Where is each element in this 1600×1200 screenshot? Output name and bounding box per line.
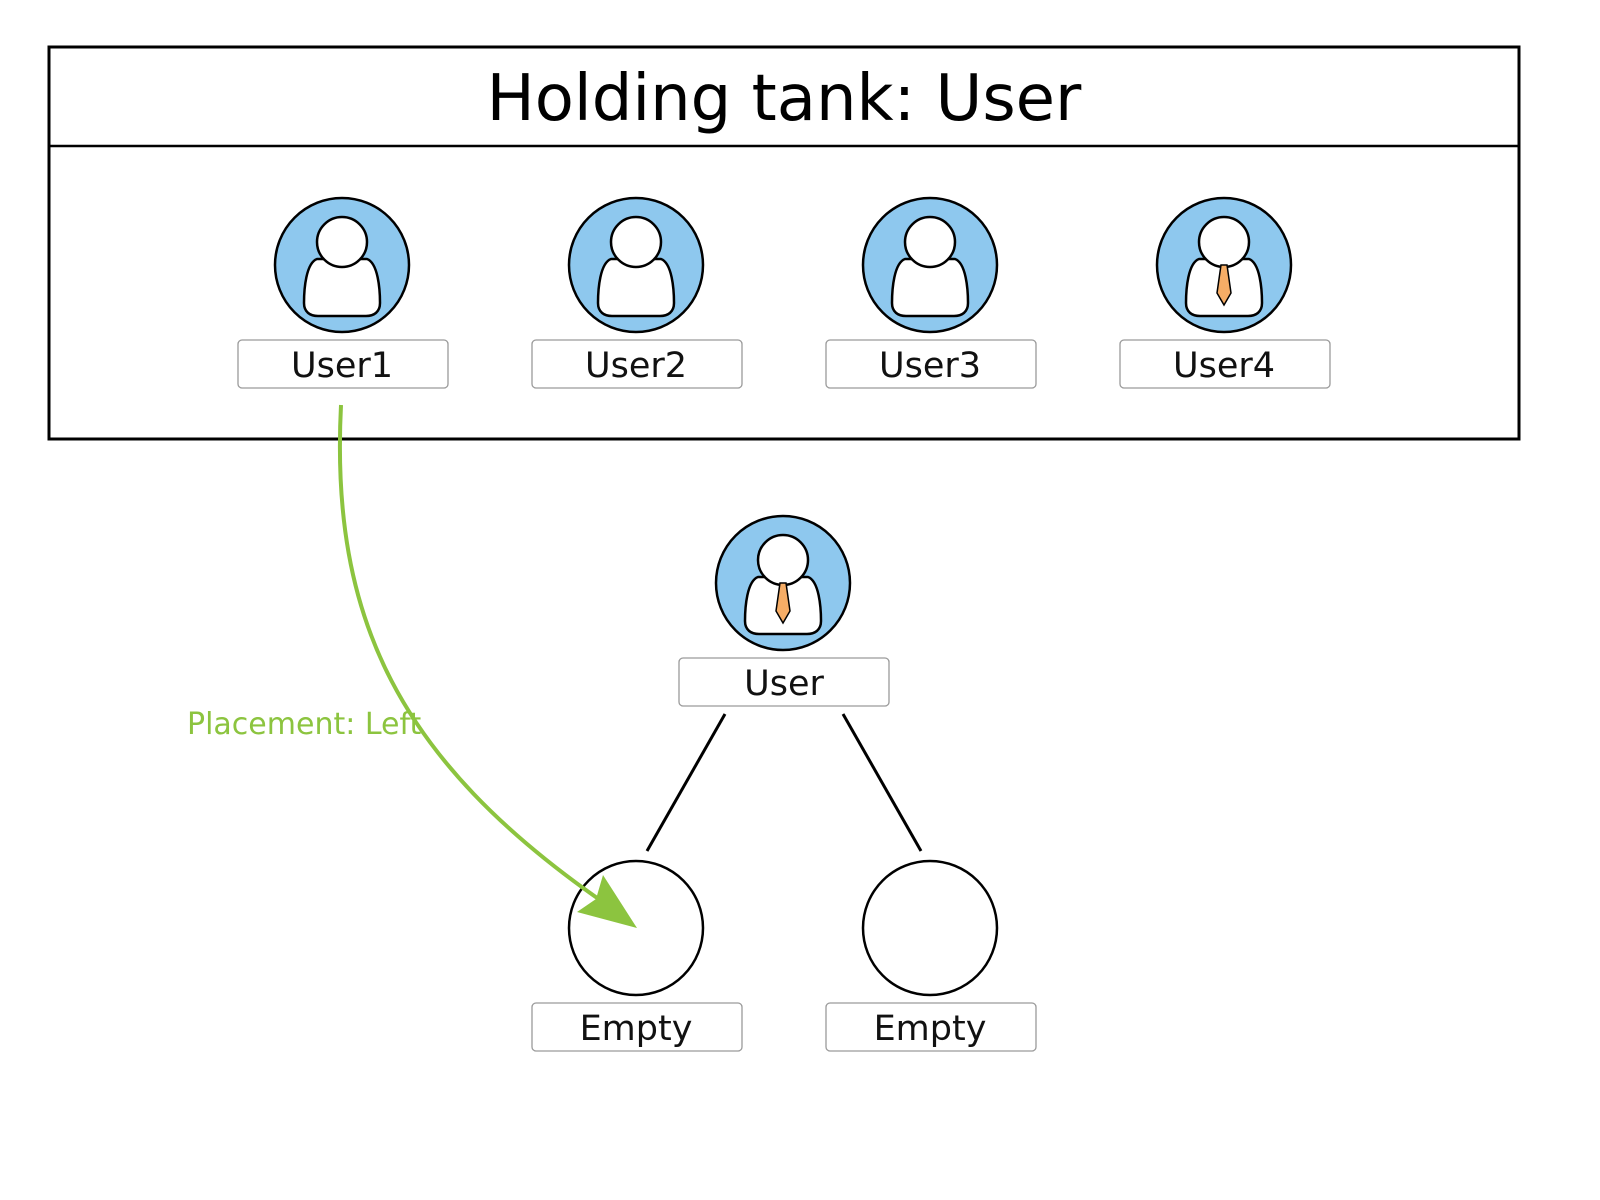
user-tie-icon [1155, 196, 1293, 334]
holding-user-3[interactable] [861, 196, 999, 334]
empty-slot-left[interactable] [567, 859, 705, 997]
tree-connector-right [841, 713, 923, 852]
user-icon [273, 196, 411, 334]
holding-user-1-label: User1 [291, 346, 393, 386]
user-icon [567, 196, 705, 334]
tree-root-label-box [678, 657, 890, 707]
user-tie-icon [714, 514, 852, 652]
empty-slot-left-label: Empty [580, 1009, 693, 1049]
empty-slot-right[interactable] [861, 859, 999, 997]
user-icon [861, 196, 999, 334]
empty-slot-right-label-box [825, 1002, 1037, 1052]
holding-user-2[interactable] [567, 196, 705, 334]
holding-tank-title: Holding tank: User [487, 62, 1082, 136]
holding-user-3-label-box [825, 339, 1037, 389]
holding-user-3-label: User3 [879, 346, 981, 386]
empty-slot-right-label: Empty [874, 1009, 987, 1049]
empty-slot-left-label-box [531, 1002, 743, 1052]
holding-user-4-label: User4 [1173, 346, 1275, 386]
holding-user-1[interactable] [273, 196, 411, 334]
holding-user-2-label-box [531, 339, 743, 389]
holding-user-4-label-box [1119, 339, 1331, 389]
tree-connector-left [645, 713, 727, 852]
holding-user-4[interactable] [1155, 196, 1293, 334]
tree-root-label: User [744, 664, 824, 704]
holding-user-2-label: User2 [585, 346, 687, 386]
tree-root-node[interactable] [714, 514, 852, 652]
placement-arrow [337, 404, 602, 902]
placement-label: Placement: Left [187, 707, 422, 742]
placement-arrowhead-icon [577, 875, 637, 928]
holding-tank-frame [47, 45, 1521, 441]
holding-user-1-label-box [237, 339, 449, 389]
